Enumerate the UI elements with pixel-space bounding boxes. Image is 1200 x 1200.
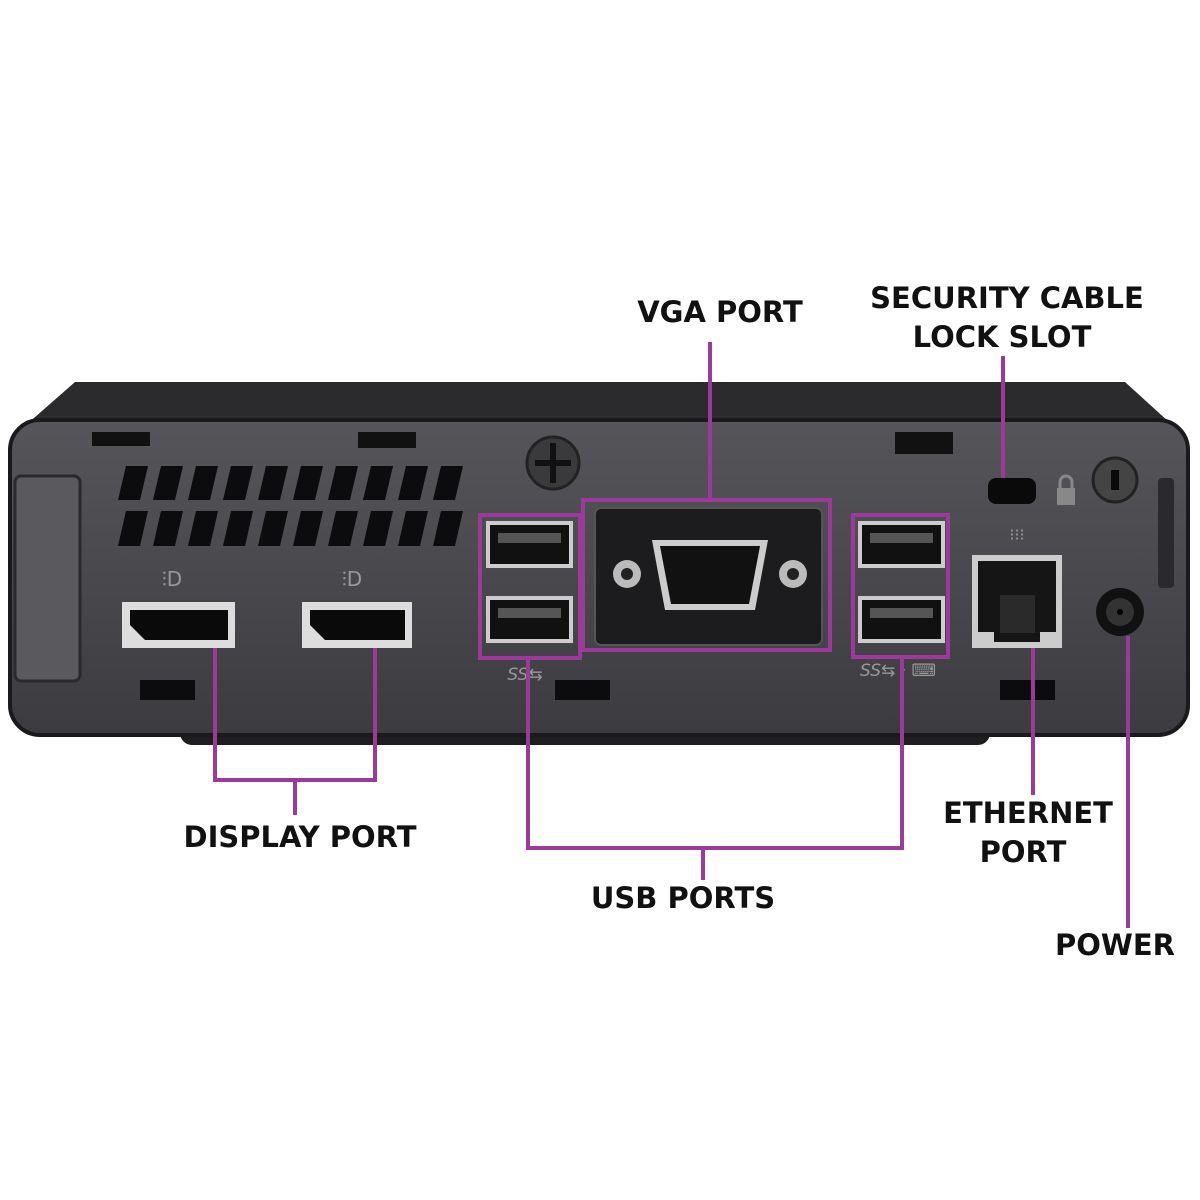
display-port-bracket	[213, 648, 377, 815]
label-usb-ports: USB PORTS	[591, 881, 775, 915]
displayport-icon: ⫶D	[342, 567, 362, 591]
vent-slot	[433, 511, 463, 546]
vent-slot	[118, 511, 148, 546]
left-bumper	[13, 474, 82, 683]
label-display-port: DISPLAY PORT	[184, 820, 417, 854]
top-clips	[92, 432, 953, 454]
vent-slot	[118, 466, 148, 500]
usb-port-group-left: SS⇆	[486, 521, 573, 685]
label-ethernet-line2: PORT	[980, 835, 1067, 869]
bottom-slots	[140, 680, 1055, 700]
thumbscrew	[525, 435, 581, 491]
vent-slot	[188, 466, 218, 500]
vent-slot	[188, 511, 218, 546]
ethernet-port: ⁝⁝⁝	[972, 525, 1062, 648]
vent-slot	[363, 466, 393, 500]
vent-slot	[398, 511, 428, 546]
vga-highlight	[581, 498, 832, 652]
vent-slot	[153, 466, 183, 500]
padlock-icon	[1057, 474, 1075, 505]
label-security-line1: SECURITY CABLE	[870, 281, 1144, 315]
vent-slot	[328, 466, 358, 500]
vent-slot	[258, 466, 288, 500]
label-vga-port: VGA PORT	[637, 295, 803, 329]
side-latch	[1158, 478, 1174, 588]
vent-slot	[293, 466, 323, 500]
vent-slot	[293, 511, 323, 546]
vent-slot	[398, 466, 428, 500]
superspeed-keyboard-icon: SS⇆ · ⌨	[860, 661, 936, 681]
superspeed-usb-icon: SS⇆	[507, 665, 542, 685]
displayport-icon: ⫶D	[162, 567, 182, 591]
vent-slot	[328, 511, 358, 546]
vent-slot	[223, 511, 253, 546]
vent-slot	[363, 511, 393, 546]
label-power: POWER	[1055, 928, 1175, 962]
label-ethernet-line1: ETHERNET	[943, 796, 1113, 830]
display-port-1: ⫶D	[122, 567, 235, 648]
display-port-2: ⫶D	[302, 567, 412, 648]
label-security-line2: LOCK SLOT	[913, 320, 1092, 354]
ventilation-grille	[118, 466, 463, 546]
vent-slot	[258, 511, 288, 546]
vent-slot	[433, 466, 463, 500]
usb-port-group-right: SS⇆ · ⌨	[858, 521, 945, 681]
vent-slot	[223, 466, 253, 500]
power-jack	[1096, 588, 1144, 636]
vent-slot	[153, 511, 183, 546]
vga-port	[594, 507, 823, 646]
round-button	[1091, 456, 1139, 504]
network-icon: ⁝⁝⁝	[1009, 525, 1024, 544]
security-lock-slot	[988, 478, 1036, 504]
usb-bracket	[526, 657, 904, 880]
